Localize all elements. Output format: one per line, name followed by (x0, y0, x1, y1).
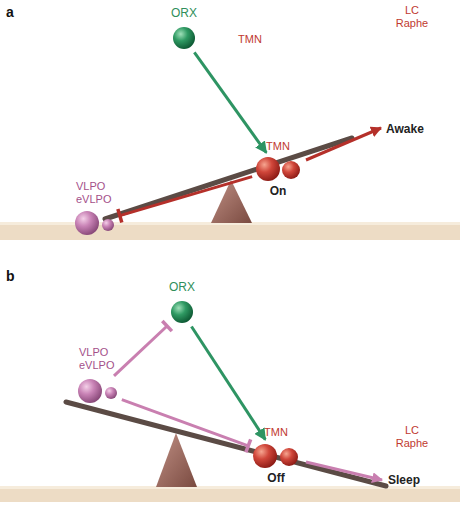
state-label: On (255, 184, 301, 198)
vlpo-neuron-cluster: VLPO eVLPO (77, 378, 119, 404)
vlpo-neuron-cluster: VLPO eVLPO (74, 210, 116, 236)
nucleus-label: TMN (238, 33, 272, 46)
nucleus-label: TMN (252, 426, 300, 439)
state-label: Off (252, 471, 300, 485)
inhibition-bar (118, 209, 122, 222)
neuron-ball (78, 379, 102, 403)
target-label: LC Raphe (392, 424, 432, 450)
nucleus-label: TMN (255, 140, 301, 153)
fulcrum-triangle (211, 180, 252, 223)
inhibition-bar (162, 321, 172, 331)
tmn-neuron-cluster: TMNOff (252, 443, 300, 469)
neuron-ball (253, 444, 277, 468)
neuron-ball (171, 301, 193, 323)
output-arrow (306, 128, 381, 160)
connector-line (120, 177, 252, 216)
neuron-ball (102, 219, 114, 231)
neuron-balls (172, 26, 196, 50)
target-label: LC Raphe (392, 4, 432, 30)
neuron-ball (280, 448, 298, 466)
nucleus-label: ORX (159, 6, 209, 20)
floor-band (0, 222, 460, 240)
floor-band (0, 486, 460, 502)
state-label: Sleep (388, 473, 448, 487)
excitatory-arrow (191, 327, 265, 440)
fulcrum-triangle (156, 433, 197, 487)
nucleus-label: ORX (157, 280, 207, 294)
neuron-balls (255, 156, 301, 182)
panel-letter: b (6, 268, 26, 284)
inhibition-bar (246, 439, 251, 452)
neuron-balls (77, 378, 119, 404)
panel-letter: a (6, 4, 26, 20)
neuron-ball (282, 161, 300, 179)
orexin-neuron: ORX (172, 26, 196, 50)
excitatory-arrow (194, 52, 266, 152)
inhibitory-connector (122, 400, 251, 453)
inhibitory-connector (118, 177, 252, 223)
neuron-ball (173, 27, 195, 49)
neuron-ball (75, 211, 99, 235)
orexin-neuron: ORX (170, 300, 194, 324)
neuron-ball (256, 157, 280, 181)
nucleus-label: VLPO eVLPO (76, 180, 118, 206)
seesaw-plank (66, 402, 386, 486)
neuron-balls (170, 300, 194, 324)
nucleus-label: VLPO eVLPO (79, 346, 121, 372)
neuron-balls (252, 443, 300, 469)
connector-line (114, 326, 167, 376)
neuron-ball (105, 387, 117, 399)
output-arrow (306, 462, 382, 480)
neuron-balls (74, 210, 116, 236)
connector-line (191, 327, 265, 440)
connector-line (122, 400, 248, 446)
state-label: Awake (386, 122, 446, 136)
connector-line (194, 52, 266, 152)
seesaw-plank (105, 138, 352, 219)
inhibitory-connector (114, 321, 172, 376)
tmn-neuron-cluster: TMNOn (255, 156, 301, 182)
